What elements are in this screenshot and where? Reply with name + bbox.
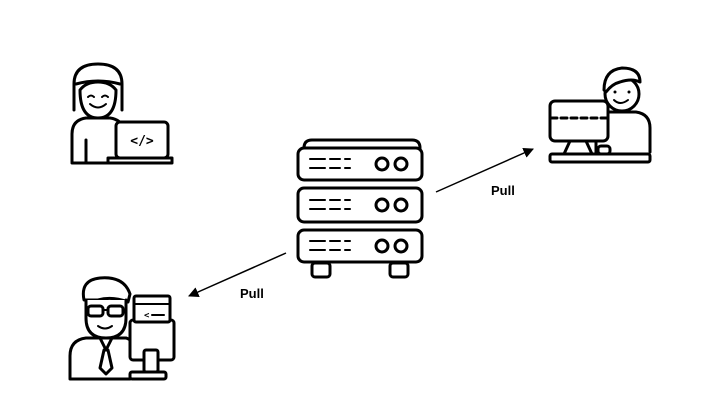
svg-text:<: < <box>144 311 150 321</box>
svg-text:</>: </> <box>130 134 154 149</box>
developer-laptop-icon: </> <box>70 62 174 165</box>
edge-label-pull-left: Pull <box>240 286 264 301</box>
edge-server-to-user: Pull <box>435 148 534 198</box>
arrow-line <box>188 252 287 297</box>
edge-label-pull-right: Pull <box>491 183 515 198</box>
edge-server-to-developer: Pull <box>188 252 287 301</box>
arrow-line <box>435 148 534 193</box>
developer-monitor-icon: < <box>68 276 176 381</box>
server-rack-icon <box>296 138 424 279</box>
user-desktop-icon <box>548 66 652 164</box>
